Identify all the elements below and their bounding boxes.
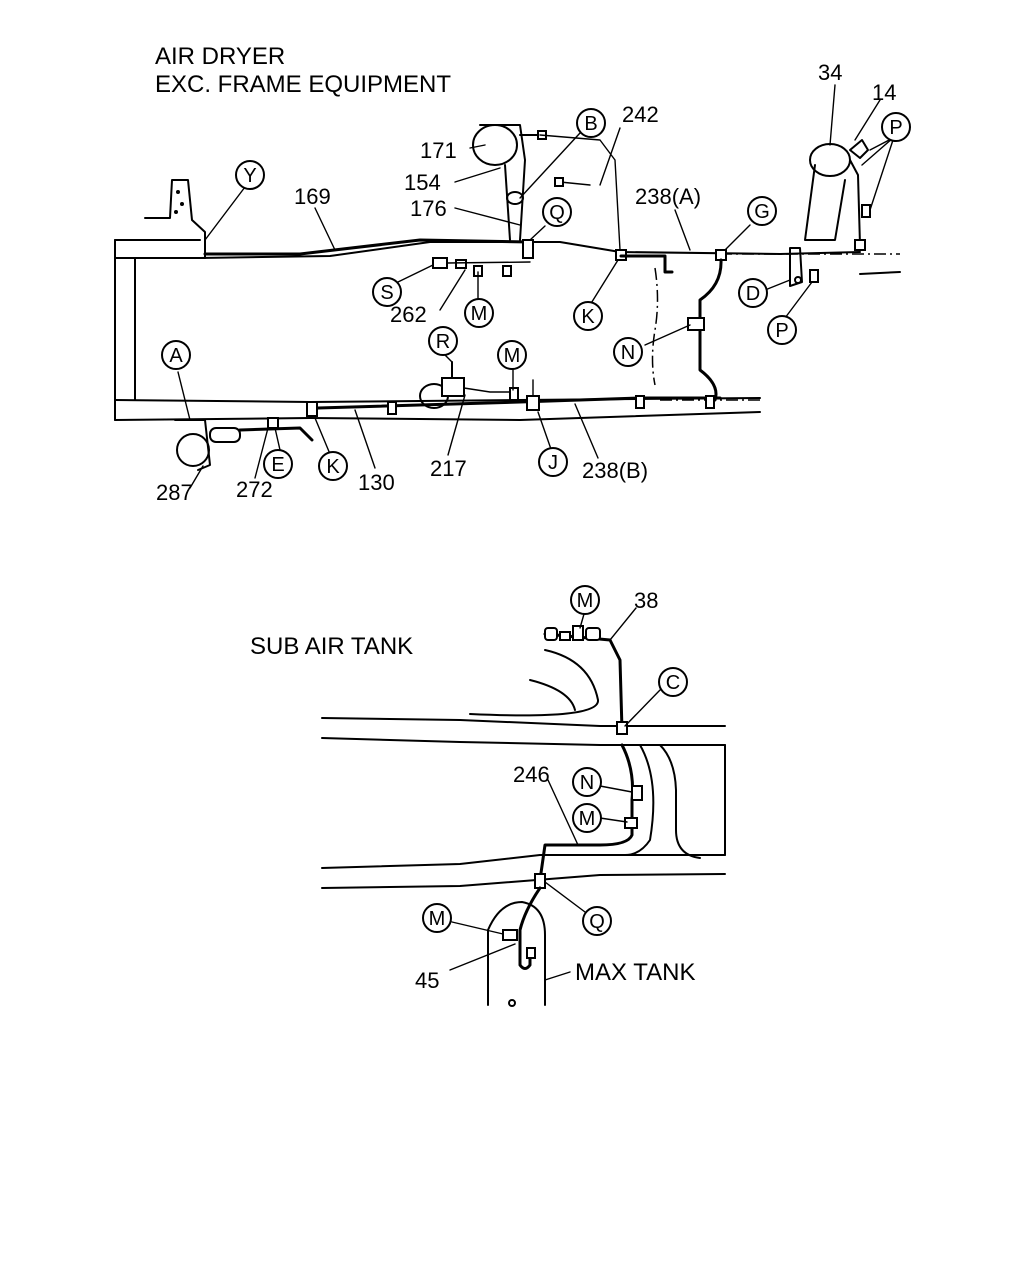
callout-m-upper: M xyxy=(471,303,488,325)
callout-c: C xyxy=(666,672,680,694)
part-246: 246 xyxy=(513,762,550,787)
part-45: 45 xyxy=(415,968,439,993)
part-287: 287 xyxy=(156,480,193,505)
sub-fittings xyxy=(534,625,643,889)
callout-m-mid: M xyxy=(579,808,596,830)
part-38: 38 xyxy=(634,588,658,613)
callout-g: G xyxy=(754,201,770,223)
callout-m-top: M xyxy=(577,590,594,612)
callout-s: S xyxy=(380,282,393,304)
air-dryer-subtitle: EXC. FRAME EQUIPMENT xyxy=(155,71,451,98)
air-dryer-title: AIR DRYER xyxy=(155,43,285,70)
part-242: 242 xyxy=(622,102,659,127)
callout-a: A xyxy=(169,345,183,367)
callout-p-top: P xyxy=(889,117,902,139)
max-tank xyxy=(487,886,546,1007)
leader-lines-top xyxy=(177,84,894,489)
callout-m-lower: M xyxy=(504,345,521,367)
part-272: 272 xyxy=(236,477,273,502)
part-34: 34 xyxy=(818,60,842,85)
part-238a: 238(A) xyxy=(635,184,701,209)
part-238b: 238(B) xyxy=(582,458,648,483)
upper-fittings xyxy=(432,239,727,277)
callout-m-tank: M xyxy=(429,908,446,930)
air-dryer-section: AIR DRYER EXC. FRAME EQUIPMENT xyxy=(114,43,911,505)
part-171: 171 xyxy=(420,138,457,163)
leader-lines-sub xyxy=(449,607,661,981)
callout-b: B xyxy=(584,113,597,135)
part-169: 169 xyxy=(294,184,331,209)
tank-assembly-right xyxy=(789,139,871,287)
frame-rail-upper xyxy=(114,239,901,421)
callout-q: Q xyxy=(549,202,565,224)
callout-n: N xyxy=(621,342,635,364)
callout-k-lower: K xyxy=(326,456,340,478)
sub-air-tank-title: SUB AIR TANK xyxy=(250,633,413,660)
part-130: 130 xyxy=(358,470,395,495)
callout-j: J xyxy=(548,452,558,474)
callout-k-upper: K xyxy=(581,306,595,328)
callout-n-sub: N xyxy=(580,772,594,794)
step-bracket xyxy=(144,179,206,259)
air-dryer-unit xyxy=(472,124,621,251)
part-154: 154 xyxy=(404,170,441,195)
callout-letters-1: B P Y Q G S M K D P N A R M E K J xyxy=(169,113,902,478)
callout-p-lower: P xyxy=(775,320,788,342)
callout-circles-2 xyxy=(422,585,688,936)
callout-d: D xyxy=(746,283,760,305)
pipe-246 xyxy=(538,743,634,882)
part-numbers-2: 38 246 45 MAX TANK xyxy=(415,588,695,993)
sub-air-tank-section: SUB AIR TANK xyxy=(250,585,726,1007)
part-176: 176 xyxy=(410,196,447,221)
cross-member xyxy=(651,267,659,386)
part-217: 217 xyxy=(430,456,467,481)
callout-letters-2: M C N M Q M xyxy=(429,590,681,933)
callout-r: R xyxy=(436,331,450,353)
max-tank-label: MAX TANK xyxy=(575,959,695,986)
part-numbers-1: 34 14 242 171 154 176 169 238(A) 262 287… xyxy=(156,60,896,505)
callout-circles-1 xyxy=(161,108,911,481)
part-14: 14 xyxy=(872,80,896,105)
callout-q-sub: Q xyxy=(589,911,605,933)
sub-frame-rails xyxy=(321,649,726,889)
callout-e: E xyxy=(271,454,284,476)
clip-n-rect xyxy=(687,317,705,331)
pipe-238a xyxy=(698,258,723,402)
part-262: 262 xyxy=(390,302,427,327)
callout-y: Y xyxy=(243,165,256,187)
frame-rail-lower xyxy=(114,397,761,421)
pipe-38 xyxy=(543,632,624,732)
pipe-169 xyxy=(203,238,532,256)
